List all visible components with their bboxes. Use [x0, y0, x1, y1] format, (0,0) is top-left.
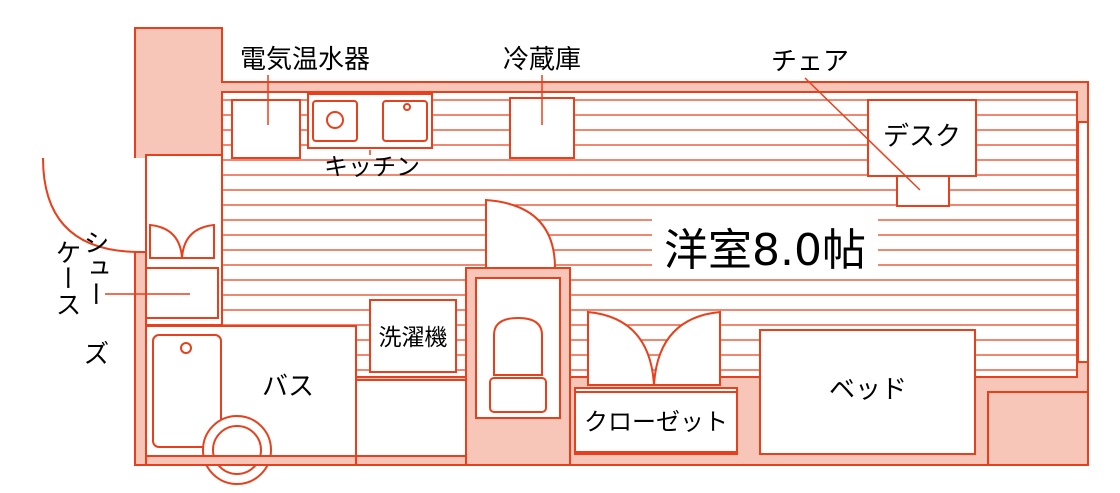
toilet-seat: [493, 316, 543, 376]
label-refrigerator: 冷蔵庫: [503, 45, 581, 75]
label-bed: ベッド: [829, 375, 907, 405]
toilet-tank: [489, 377, 547, 413]
water-heater: [231, 99, 301, 159]
label-kitchen: キッチン: [324, 153, 420, 181]
chair: [896, 175, 950, 207]
label-bath: バス: [262, 372, 314, 402]
sink: [382, 100, 428, 142]
entry-inner-door: [149, 223, 215, 259]
label-closet: クローゼット: [584, 408, 728, 436]
label-desk: デスク: [883, 122, 961, 152]
label-shoe-case-col3: ズ: [79, 340, 109, 366]
sink-drain: [403, 103, 411, 111]
closet-label-box: [574, 391, 738, 453]
label-shoe-case-col1: シュー: [79, 229, 109, 307]
desk: [867, 99, 977, 177]
stove-burner: [326, 111, 344, 129]
label-water-heater: 電気温水器: [240, 45, 370, 75]
western-room-label-bg: [652, 218, 878, 276]
toilet-door: [485, 198, 557, 269]
window: [1077, 121, 1089, 363]
washroom-area: [355, 379, 467, 457]
bathtub: [152, 334, 222, 448]
bath-drain: [180, 342, 192, 354]
label-chair: チェア: [771, 47, 849, 77]
label-western-room: 洋室8.0帖: [664, 225, 866, 276]
bath-basin-inner: [212, 425, 262, 475]
leader-chair: [804, 77, 921, 191]
bed-right-wall: [987, 391, 1089, 466]
bath-bottom-wall: [145, 455, 357, 466]
label-shoe-case-col2: ケース: [51, 239, 81, 317]
entry-door: [42, 157, 147, 253]
label-washing-machine: 洗濯機: [379, 325, 448, 351]
closet-door-right: [652, 310, 721, 386]
washing-machine: [369, 299, 457, 373]
bed: [759, 329, 976, 455]
shoe-case: [145, 267, 219, 319]
